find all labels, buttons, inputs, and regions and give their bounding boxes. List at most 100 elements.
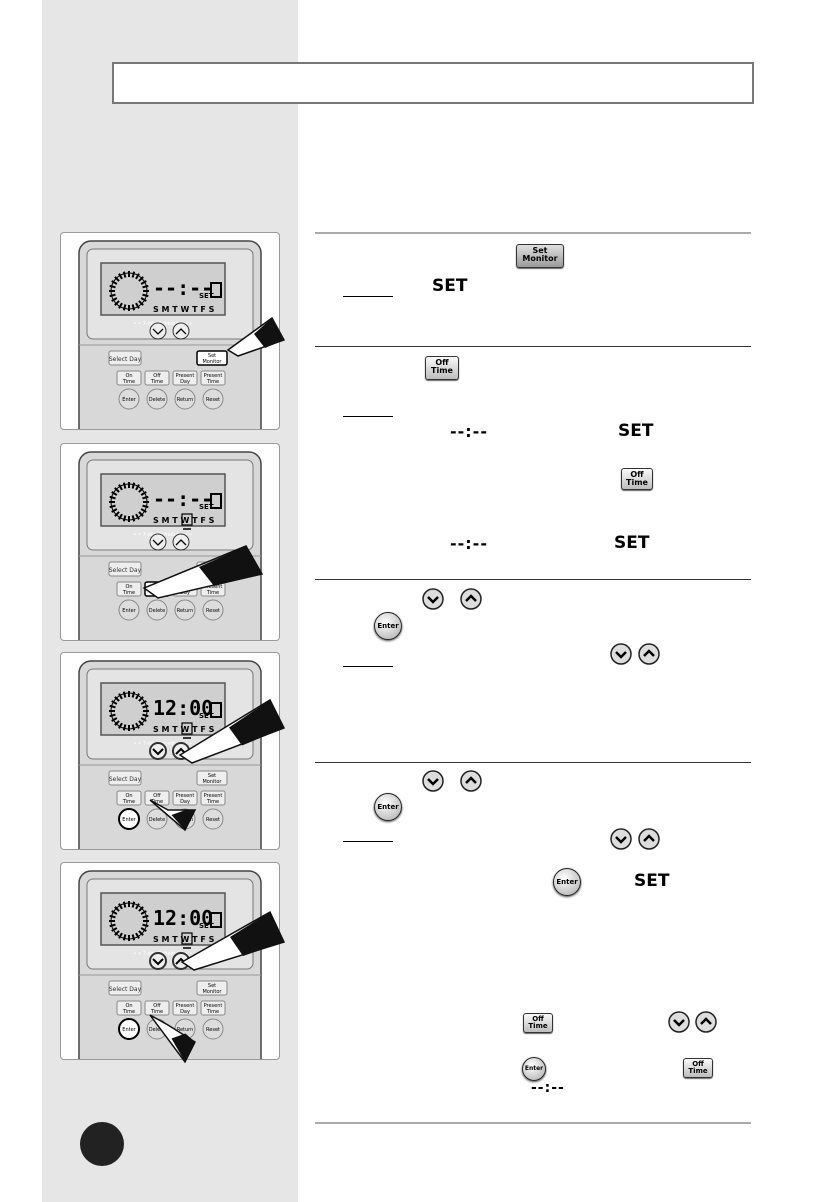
- svg-text:Day: Day: [180, 379, 190, 385]
- lcd-display: [100, 262, 226, 316]
- svg-text:Return: Return: [177, 397, 194, 403]
- lcd-days: S M T W T F S: [153, 935, 215, 944]
- up-arrow-icon: [638, 643, 660, 665]
- svg-text:Enter: Enter: [122, 1027, 136, 1033]
- divider: [315, 1122, 751, 1124]
- note-underline: [343, 841, 393, 842]
- lcd-time: --:--: [153, 487, 213, 511]
- svg-text:Monitor: Monitor: [202, 570, 222, 576]
- select-day-label: Select Day: [109, 567, 142, 574]
- svg-text:Delete: Delete: [149, 397, 165, 403]
- clock-dial-icon: [109, 901, 149, 941]
- up-arrow-button: [172, 322, 190, 340]
- svg-text:Off: Off: [153, 373, 161, 379]
- scheduler-label: • • 7-day Scheduler • •: [134, 321, 193, 327]
- svg-text:Delete: Delete: [149, 817, 165, 823]
- svg-text:Reset: Reset: [206, 1027, 220, 1033]
- down-arrow-icon: [668, 1011, 690, 1033]
- svg-text:Off: Off: [153, 793, 161, 799]
- divider: [315, 232, 751, 234]
- remote-control-illustration: --:--SET S M T W T F S • • 7-day Scheduler…: [60, 443, 280, 641]
- divider: [315, 762, 751, 763]
- svg-text:Enter: Enter: [122, 608, 136, 614]
- down-arrow-icon: [610, 643, 632, 665]
- svg-text:Day: Day: [180, 799, 190, 805]
- select-day-label: Select Day: [109, 356, 142, 363]
- svg-text:Reset: Reset: [206, 817, 220, 823]
- svg-text:Time: Time: [150, 379, 163, 385]
- set-indicator: SET: [614, 533, 650, 553]
- divider: [315, 346, 751, 347]
- note-underline: [343, 416, 393, 417]
- remote-control-illustration: --:--SET S M T W T F S • • 7-day Scheduler…: [60, 232, 280, 430]
- svg-text:Time: Time: [122, 799, 135, 805]
- svg-text:On: On: [125, 1003, 132, 1009]
- section-title-box: [112, 62, 754, 104]
- set-indicator: SET: [432, 276, 468, 296]
- lcd-days: S M T W T F S: [153, 516, 215, 525]
- up-arrow-button: [172, 533, 190, 551]
- svg-text:Time: Time: [206, 590, 219, 596]
- svg-text:Monitor: Monitor: [202, 779, 222, 785]
- svg-text:Time: Time: [206, 379, 219, 385]
- svg-text:Enter: Enter: [122, 817, 136, 823]
- lcd-days: S M T W T F S: [153, 725, 215, 734]
- note-underline: [343, 666, 393, 667]
- svg-text:Reset: Reset: [206, 397, 220, 403]
- lcd-days: S M T W T F S: [153, 305, 215, 314]
- down-arrow-icon: [422, 588, 444, 610]
- svg-text:Time: Time: [206, 799, 219, 805]
- lcd-set-label: SET: [199, 292, 214, 300]
- scheduler-label: • • 7-day Scheduler • •: [134, 532, 193, 538]
- blank-time-display: --:--: [450, 422, 488, 441]
- divider: [315, 579, 751, 580]
- blank-time-display: --:--: [531, 1080, 565, 1096]
- svg-text:Time: Time: [150, 1009, 163, 1015]
- note-underline: [343, 296, 393, 297]
- up-arrow-icon: [460, 588, 482, 610]
- down-arrow-icon: [610, 828, 632, 850]
- svg-text:Time: Time: [206, 1009, 219, 1015]
- svg-text:Delete: Delete: [149, 608, 165, 614]
- set-indicator: SET: [618, 421, 654, 441]
- svg-text:Set: Set: [208, 353, 216, 359]
- svg-text:Present: Present: [204, 1003, 223, 1009]
- enter-button-icon: Enter: [522, 1057, 546, 1081]
- svg-text:On: On: [125, 584, 132, 590]
- up-arrow-button: [172, 742, 190, 760]
- clock-dial-icon: [109, 482, 149, 522]
- select-day-label: Select Day: [109, 776, 142, 783]
- up-arrow-icon: [638, 828, 660, 850]
- down-arrow-button: [149, 952, 167, 970]
- clock-dial-icon: [109, 271, 149, 311]
- svg-text:Time: Time: [122, 590, 135, 596]
- svg-text:Present: Present: [176, 373, 195, 379]
- svg-text:On: On: [125, 373, 132, 379]
- svg-text:Enter: Enter: [122, 397, 136, 403]
- svg-text:Day: Day: [180, 590, 190, 596]
- page-number-circle: [80, 1122, 124, 1166]
- svg-text:Return: Return: [177, 817, 194, 823]
- down-arrow-icon: [422, 770, 444, 792]
- lcd-set-label: SET: [199, 503, 214, 511]
- svg-text:Delete: Delete: [149, 1027, 165, 1033]
- svg-text:On: On: [125, 793, 132, 799]
- svg-text:Return: Return: [177, 1027, 194, 1033]
- lcd-time: --:--: [153, 276, 213, 300]
- blank-time-display: --:--: [450, 534, 488, 553]
- clock-dial-icon: [109, 691, 149, 731]
- svg-text:Monitor: Monitor: [202, 989, 222, 995]
- svg-text:Time: Time: [122, 379, 135, 385]
- up-arrow-icon: [460, 770, 482, 792]
- svg-text:Time: Time: [150, 799, 163, 805]
- up-arrow-icon: [695, 1011, 717, 1033]
- svg-text:Off: Off: [153, 1003, 161, 1009]
- enter-button-icon: Enter: [553, 868, 581, 896]
- svg-text:Present: Present: [204, 373, 223, 379]
